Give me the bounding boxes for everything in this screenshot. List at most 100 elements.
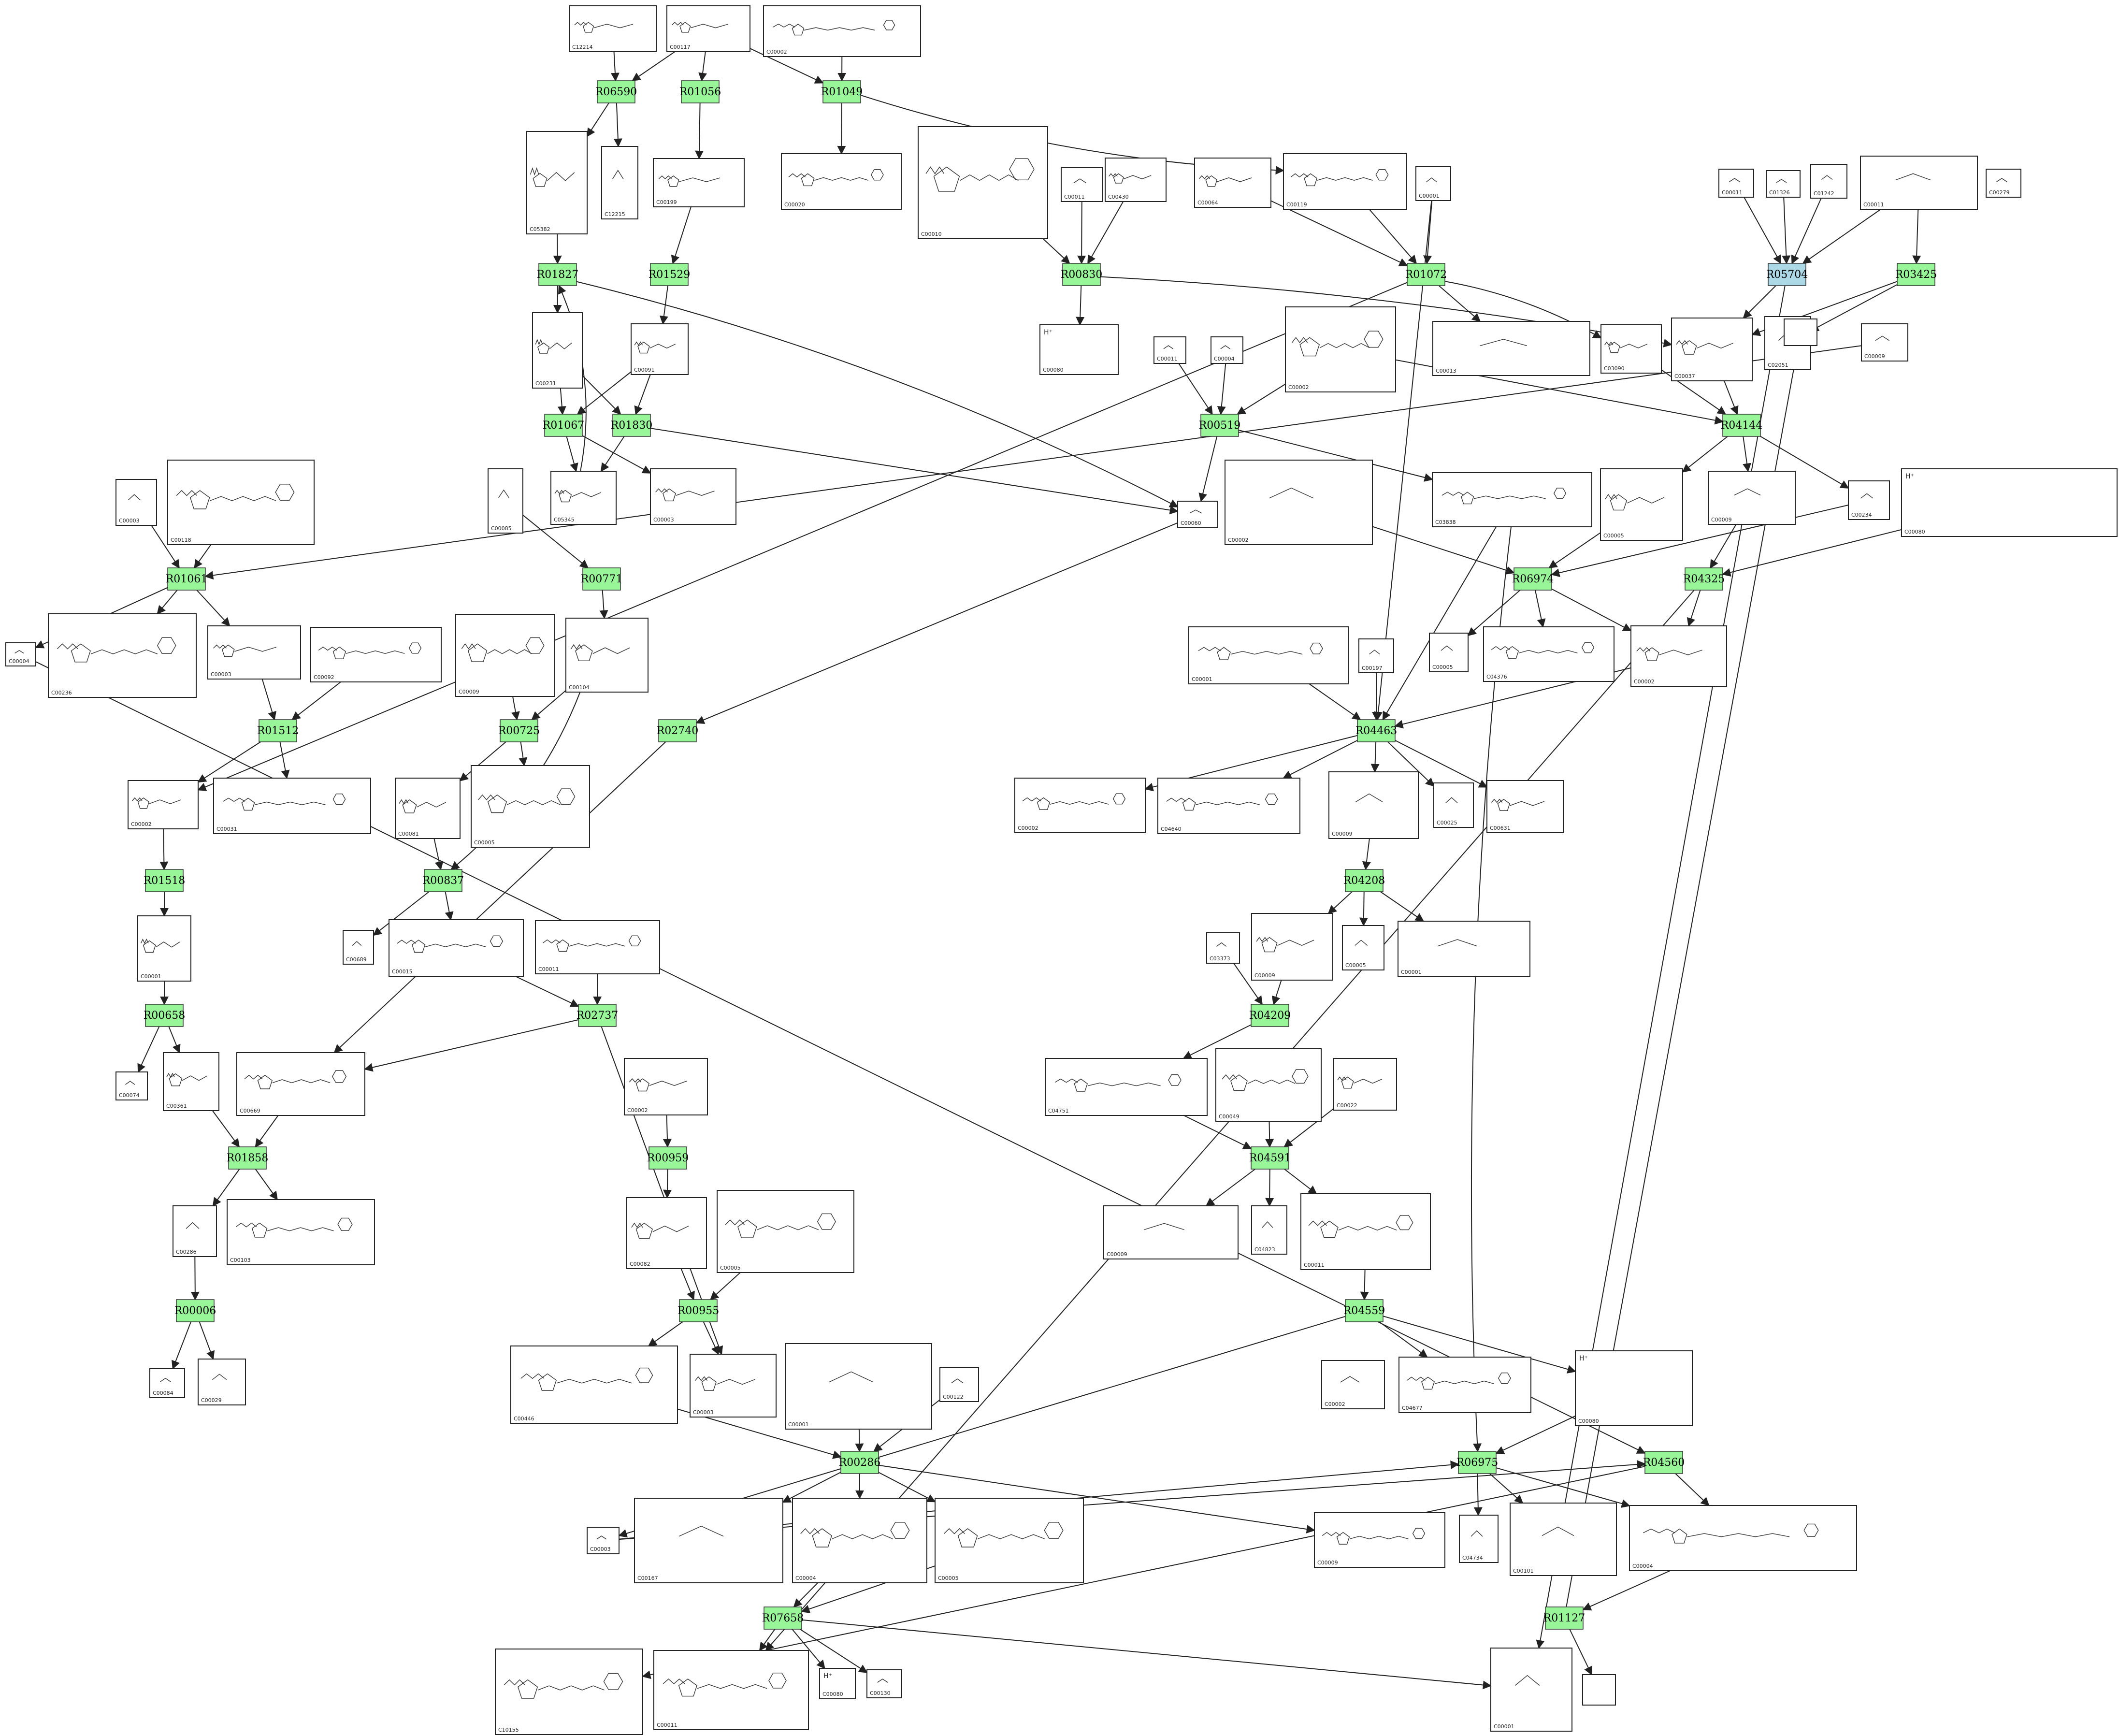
- compound-node[interactable]: C00005: [471, 765, 590, 848]
- compound-node[interactable]: C00015: [389, 919, 524, 977]
- compound-node[interactable]: C00003: [690, 1354, 777, 1418]
- reaction-node[interactable]: R04325: [1683, 567, 1725, 591]
- compound-node[interactable]: C00001: [1398, 921, 1530, 977]
- compound-node[interactable]: C00049: [1215, 1048, 1322, 1122]
- reaction-node[interactable]: R04463: [1355, 719, 1398, 742]
- compound-node[interactable]: C00092: [310, 627, 442, 682]
- compound-node[interactable]: C00103: [227, 1199, 375, 1265]
- compound-node[interactable]: C00231: [532, 312, 583, 389]
- compound-node[interactable]: C00002: [763, 5, 921, 57]
- reaction-node[interactable]: R00519: [1199, 414, 1241, 437]
- compound-node[interactable]: C00009: [1328, 771, 1419, 839]
- compound-node[interactable]: C00085: [488, 468, 523, 534]
- reaction-node[interactable]: R00837: [422, 869, 464, 892]
- compound-node[interactable]: C01242: [1810, 164, 1847, 199]
- compound-node[interactable]: C00001: [1188, 626, 1349, 684]
- compound-node[interactable]: C00004: [792, 1498, 927, 1583]
- compound-node[interactable]: C00197: [1358, 638, 1394, 673]
- reaction-node[interactable]: R01512: [257, 719, 299, 742]
- reaction-node[interactable]: R07658: [762, 1606, 804, 1630]
- compound-node[interactable]: C03090: [1600, 324, 1662, 374]
- compound-node[interactable]: C00002: [128, 780, 199, 829]
- compound-node[interactable]: C00004: [5, 642, 36, 666]
- reaction-node[interactable]: R04591: [1249, 1146, 1291, 1170]
- reaction-node[interactable]: R04560: [1643, 1451, 1685, 1474]
- compound-node[interactable]: C04640: [1157, 778, 1300, 834]
- compound-node[interactable]: C00060: [1177, 501, 1218, 528]
- reaction-node[interactable]: R00955: [678, 1299, 720, 1322]
- compound-node[interactable]: C00003: [587, 1527, 620, 1554]
- reaction-node[interactable]: R01827: [537, 263, 579, 286]
- compound-node[interactable]: C00101: [1510, 1503, 1617, 1576]
- compound-node[interactable]: C00084: [149, 1368, 185, 1398]
- compound-node[interactable]: C00004: [1629, 1505, 1857, 1571]
- compound-node[interactable]: C00117: [666, 5, 750, 52]
- compound-node[interactable]: C00005: [1429, 633, 1469, 672]
- reaction-node[interactable]: R01858: [227, 1146, 269, 1170]
- compound-node[interactable]: C00118: [167, 460, 315, 545]
- reaction-node[interactable]: R06974: [1512, 567, 1554, 591]
- compound-node[interactable]: H⁺C00080: [819, 1668, 856, 1699]
- compound-node[interactable]: C04823: [1251, 1205, 1287, 1255]
- compound-node[interactable]: C00081: [395, 778, 461, 839]
- compound-node[interactable]: C00430: [1105, 158, 1167, 202]
- compound-node[interactable]: C00003: [650, 468, 736, 525]
- reaction-node[interactable]: R01830: [611, 414, 653, 437]
- compound-node[interactable]: C00236: [48, 613, 197, 698]
- compound-node[interactable]: C00011: [1860, 156, 1978, 210]
- reaction-node[interactable]: R00658: [144, 1004, 186, 1027]
- reaction-node[interactable]: R00286: [839, 1451, 881, 1474]
- compound-node[interactable]: C04677: [1398, 1357, 1531, 1413]
- compound-node[interactable]: C05382: [526, 131, 588, 234]
- reaction-node[interactable]: R01127: [1543, 1606, 1586, 1630]
- compound-node[interactable]: C00130: [866, 1669, 902, 1698]
- compound-node[interactable]: C00234: [1848, 480, 1890, 520]
- reaction-node[interactable]: R00959: [647, 1146, 689, 1170]
- compound-node[interactable]: C04734: [1459, 1515, 1499, 1563]
- compound-node[interactable]: C00005: [935, 1498, 1084, 1583]
- compound-node[interactable]: C04751: [1045, 1058, 1208, 1116]
- compound-node[interactable]: C00279: [1986, 169, 2021, 198]
- compound-node[interactable]: C00005: [1600, 468, 1683, 541]
- compound-node[interactable]: C12214: [569, 5, 657, 52]
- reaction-node[interactable]: R04144: [1721, 414, 1763, 437]
- compound-node[interactable]: C00091: [631, 323, 689, 375]
- compound-node[interactable]: C00013: [1432, 321, 1590, 376]
- compound-node[interactable]: [1784, 318, 1817, 346]
- reaction-node[interactable]: R01061: [166, 567, 208, 591]
- compound-node[interactable]: C00001: [785, 1343, 932, 1430]
- compound-node[interactable]: C05345: [550, 471, 617, 525]
- reaction-node[interactable]: R01529: [649, 263, 691, 286]
- compound-node[interactable]: C00167: [634, 1498, 783, 1583]
- compound-node[interactable]: C00003: [207, 625, 301, 680]
- compound-node[interactable]: C00446: [510, 1345, 678, 1424]
- compound-node[interactable]: C00001: [1490, 1648, 1572, 1732]
- compound-node[interactable]: C00002: [1014, 778, 1146, 833]
- compound-node[interactable]: C00009: [1314, 1512, 1445, 1568]
- compound-node[interactable]: C00020: [781, 153, 902, 210]
- compound-node[interactable]: C00631: [1486, 780, 1564, 833]
- reaction-node[interactable]: R00771: [581, 567, 623, 591]
- reaction-node[interactable]: R02740: [657, 719, 699, 742]
- compound-node[interactable]: C00005: [1342, 925, 1384, 970]
- compound-node[interactable]: C00009: [455, 614, 555, 697]
- compound-node[interactable]: C00082: [626, 1197, 707, 1269]
- compound-node[interactable]: C00001: [1415, 166, 1451, 201]
- compound-node[interactable]: C00031: [213, 778, 371, 834]
- reaction-node[interactable]: R00725: [498, 719, 540, 742]
- compound-node[interactable]: H⁺C00080: [1575, 1350, 1693, 1426]
- compound-node[interactable]: C00669: [236, 1052, 365, 1116]
- compound-node[interactable]: C00009: [1708, 471, 1796, 525]
- compound-node[interactable]: C00037: [1671, 318, 1753, 381]
- compound-node[interactable]: C04376: [1483, 626, 1614, 682]
- compound-node[interactable]: H⁺C00080: [1039, 324, 1119, 375]
- compound-node[interactable]: C03373: [1206, 932, 1240, 964]
- compound-node[interactable]: C00004: [1211, 336, 1243, 364]
- compound-node[interactable]: C12215: [601, 146, 638, 219]
- compound-node[interactable]: C00002: [1630, 625, 1727, 687]
- compound-node[interactable]: C00029: [198, 1359, 246, 1405]
- compound-node[interactable]: C00025: [1433, 782, 1474, 828]
- compound-node[interactable]: C00119: [1283, 153, 1407, 210]
- reaction-node[interactable]: R06590: [595, 80, 637, 103]
- compound-node[interactable]: C00002: [624, 1058, 708, 1115]
